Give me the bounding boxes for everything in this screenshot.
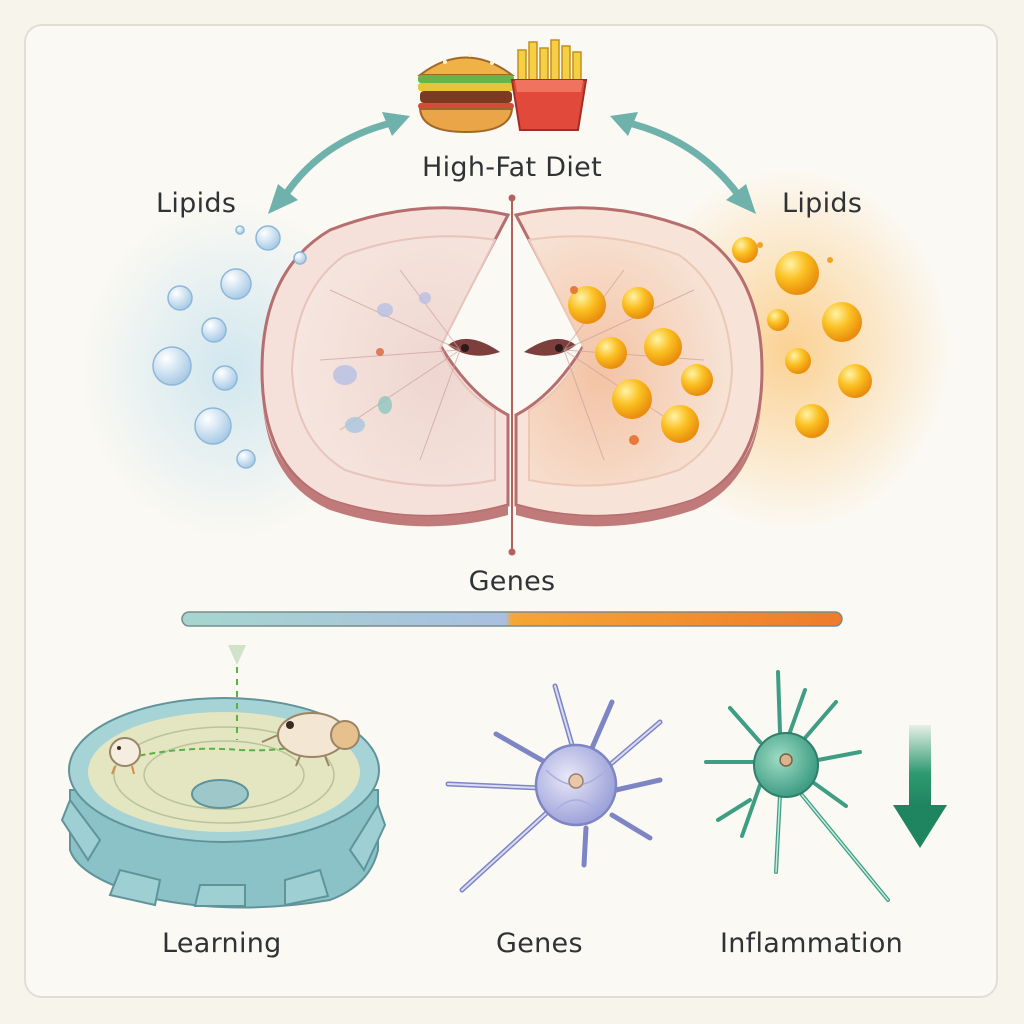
- lipid-droplets-outside: [732, 237, 872, 438]
- learning-label: Learning: [162, 928, 282, 959]
- burger-icon: [417, 53, 515, 134]
- genes-bottom-label: Genes: [496, 928, 583, 959]
- water-maze-icon: [60, 645, 387, 909]
- diet-label: High-Fat Diet: [422, 152, 602, 183]
- arrow-diet-to-left-lipids: [278, 118, 399, 204]
- brain-hemisphere-icon: [260, 194, 764, 556]
- lipid-droplet-icon: [568, 286, 713, 445]
- genes-top-label: Genes: [468, 566, 556, 597]
- lipids-right-label: Lipids: [782, 188, 863, 219]
- arrow-diet-to-right-lipids: [621, 118, 746, 204]
- fries-icon: [510, 39, 588, 131]
- gene-expression-bar: [181, 611, 843, 627]
- mouse-icon: [109, 712, 360, 775]
- inflammation-label: Inflammation: [720, 928, 904, 959]
- lipids-left-label: Lipids: [156, 188, 237, 219]
- healthy-bubbles: [152, 225, 307, 469]
- down-arrow-icon: [893, 725, 947, 848]
